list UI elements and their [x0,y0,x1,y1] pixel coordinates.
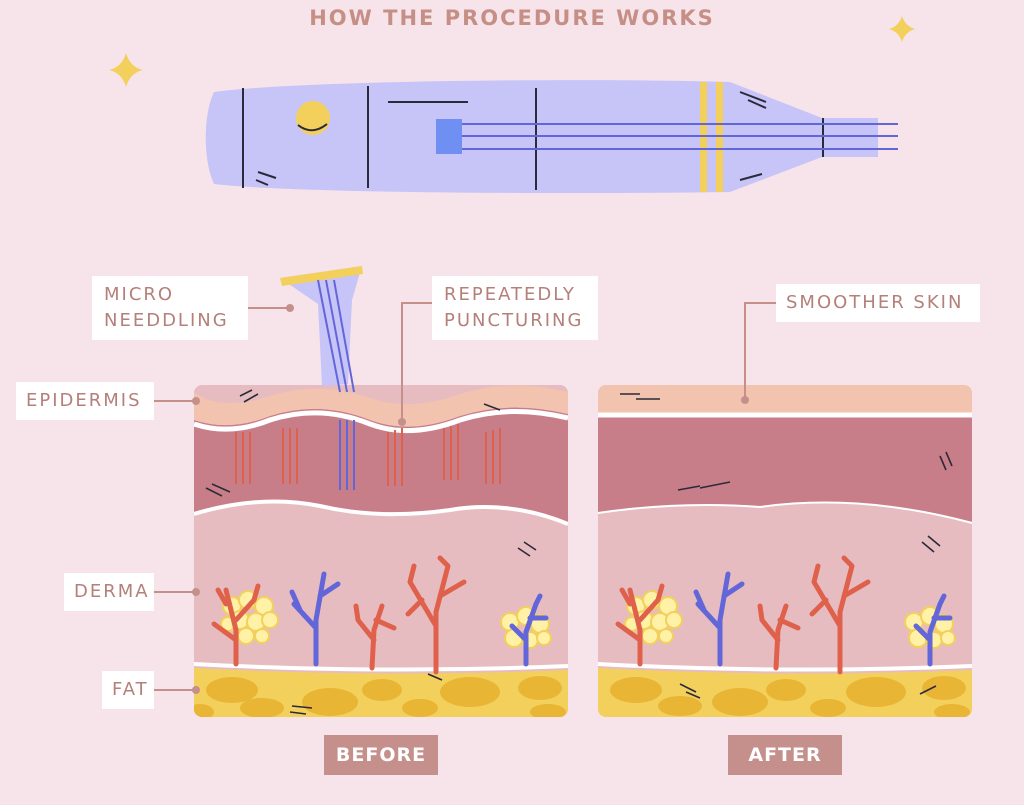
derma-label-text: DERMA [74,581,150,602]
sparkle-icon [889,16,915,42]
fat-label: FAT [102,671,154,709]
repeatedly-puncturing-label-line2: PUNCTURING [444,310,584,331]
power-button-icon [296,101,330,135]
sparkle-icon [109,53,143,87]
after-caption: AFTER [728,735,842,775]
microneedling-pen-illustration [205,80,898,194]
repeatedly-puncturing-label-line1: REPEATEDLY [444,284,576,305]
fat-label-text: FAT [112,679,149,700]
micro-needling-label: MICRO NEEDDLING [92,276,248,340]
repeatedly-puncturing-label: REPEATEDLY PUNCTURING [432,276,598,340]
page-title: HOW THE PROCEDURE WORKS [309,6,715,30]
smoother-skin-label-text: SMOOTHER SKIN [786,292,964,313]
smoother-skin-label: SMOOTHER SKIN [776,284,980,322]
after-skin-cross-section [598,385,972,717]
needle-head-illustration [280,266,363,393]
before-caption: BEFORE [324,735,438,775]
derma-label: DERMA [64,573,154,611]
epidermis-label-text: EPIDERMIS [26,390,142,411]
epidermis-label: EPIDERMIS [16,382,154,420]
micro-needling-label-line2: NEEDDLING [104,310,229,331]
micro-needling-label-line1: MICRO [104,284,175,305]
before-skin-cross-section [194,385,568,717]
